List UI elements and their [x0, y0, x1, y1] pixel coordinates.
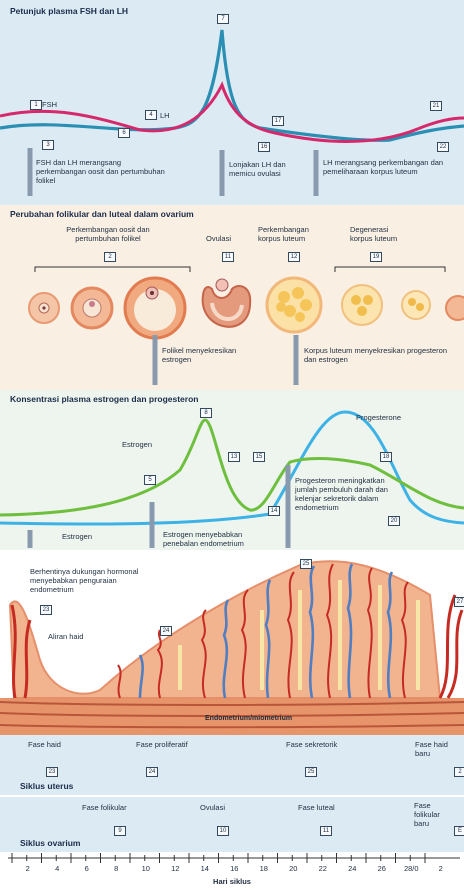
- marker-decline: 23: [40, 605, 52, 615]
- mature-follicle: [125, 278, 185, 338]
- lh-curve: [0, 30, 464, 140]
- lh-label: LH: [160, 111, 170, 120]
- degenerating-corpus-luteum-1: [342, 285, 382, 325]
- degenerating-corpus-luteum-2: [402, 291, 430, 319]
- caption-follicle-estrogen: Folikel menyekresikan estrogen: [162, 346, 252, 364]
- fsh-label: FSH: [42, 100, 57, 109]
- ovarian-phase-2-marker: 11: [320, 826, 332, 836]
- secondary-follicle: [72, 288, 112, 328]
- axis-tick-label: 28/0: [402, 864, 420, 873]
- ovarian-phase-1-marker: 10: [217, 826, 229, 836]
- ovarian-cycle-title: Siklus ovarium: [20, 838, 80, 848]
- uterine-phase-0-marker: 23: [46, 767, 58, 777]
- uterine-phase-1: Fase proliferatif: [136, 740, 196, 749]
- axis-tick-label: 18: [255, 864, 273, 873]
- caption-estrogen-effect: Estrogen menyebabkan penebalan endometri…: [163, 530, 273, 548]
- axis-tick-label: 14: [196, 864, 214, 873]
- axis-tick-label: 26: [373, 864, 391, 873]
- marker-est-d: 14: [268, 506, 280, 516]
- axis-tick-label: 12: [166, 864, 184, 873]
- ovarian-phase-0: Fase folikular: [82, 803, 127, 812]
- ovarian-phase-3: Fase folikular baru: [414, 801, 452, 828]
- marker-prog-b: 20: [388, 516, 400, 526]
- caption-progesterone-effect: Progesteron meningkatkan jumlah pembuluh…: [295, 476, 400, 512]
- axis-title: Hari siklus: [0, 877, 464, 886]
- uterine-phase-3: Fase haid baru: [415, 740, 460, 758]
- marker-est-c: 15: [253, 452, 265, 462]
- axis-tick-label: 4: [48, 864, 66, 873]
- marker-a: 3: [42, 140, 54, 150]
- marker-fsh: 1: [30, 100, 42, 110]
- corpus-luteum: [267, 278, 321, 332]
- ovarian-phase-3-marker: E: [454, 826, 464, 836]
- uterine-cycle-title: Siklus uterus: [20, 781, 73, 791]
- ovarian-phase-0-marker: 9: [114, 826, 126, 836]
- marker-flow: 24: [160, 626, 172, 636]
- endometrium-label: Endometrium/miometrium: [205, 714, 292, 723]
- caption-hormone-withdrawal: Berhentinya dukungan hormonal menyebabka…: [30, 567, 140, 594]
- marker-right: 27: [454, 597, 464, 607]
- axis-tick-label: 10: [137, 864, 155, 873]
- uterine-phase-2: Fase sekretorik: [286, 740, 346, 749]
- estrogen-baseline-label: Estrogen: [62, 532, 92, 541]
- ovarian-phase-2: Fase luteal: [298, 803, 335, 812]
- uterine-phase-0: Fase haid: [28, 740, 68, 749]
- marker-est-a: 5: [144, 475, 156, 485]
- marker-top: 25: [300, 559, 312, 569]
- caption-cl-secretion: Korpus luteum menyekresikan progesteron …: [304, 346, 454, 364]
- menstrual-flow-label: Aliran haid: [48, 632, 90, 641]
- estrogen-label: Estrogen: [122, 440, 152, 449]
- caption-lh-surge: Lonjakan LH dan memicu ovulasi: [229, 160, 313, 178]
- ruptured-follicle: [203, 279, 251, 327]
- axis-tick-label: 8: [107, 864, 125, 873]
- marker-prog: 18: [380, 452, 392, 462]
- marker-d: 16: [258, 142, 270, 152]
- marker-f: 22: [437, 142, 449, 152]
- progesterone-label: Progesterone: [356, 413, 401, 422]
- marker-peak: 7: [217, 14, 229, 24]
- axis-tick-label: 20: [284, 864, 302, 873]
- axis-tick-label: 24: [343, 864, 361, 873]
- marker-est-b: 13: [228, 452, 240, 462]
- marker-e: 21: [430, 101, 442, 111]
- caption-lh-corpus: LH merangsang perkembangan dan pemelihar…: [323, 158, 461, 176]
- marker-b: 6: [118, 128, 130, 138]
- uterine-phase-2-marker: 25: [305, 767, 317, 777]
- axis-tick-label: 2: [432, 864, 450, 873]
- uterine-phase-3-marker: 2: [454, 767, 464, 777]
- axis-tick-label: 6: [78, 864, 96, 873]
- caption-fsh-lh: FSH dan LH merangsang perkembangan oosit…: [36, 158, 166, 185]
- marker-c: 17: [272, 116, 284, 126]
- axis-tick-label: 22: [314, 864, 332, 873]
- primary-follicle: [29, 293, 59, 323]
- marker-lh: 4: [145, 110, 157, 120]
- ovarian-phase-1: Ovulasi: [200, 803, 225, 812]
- axis-tick-label: 16: [225, 864, 243, 873]
- uterine-phase-1-marker: 24: [146, 767, 158, 777]
- axis-tick-label: 2: [19, 864, 37, 873]
- new-follicle: [446, 296, 464, 320]
- marker-est-peak: 8: [200, 408, 212, 418]
